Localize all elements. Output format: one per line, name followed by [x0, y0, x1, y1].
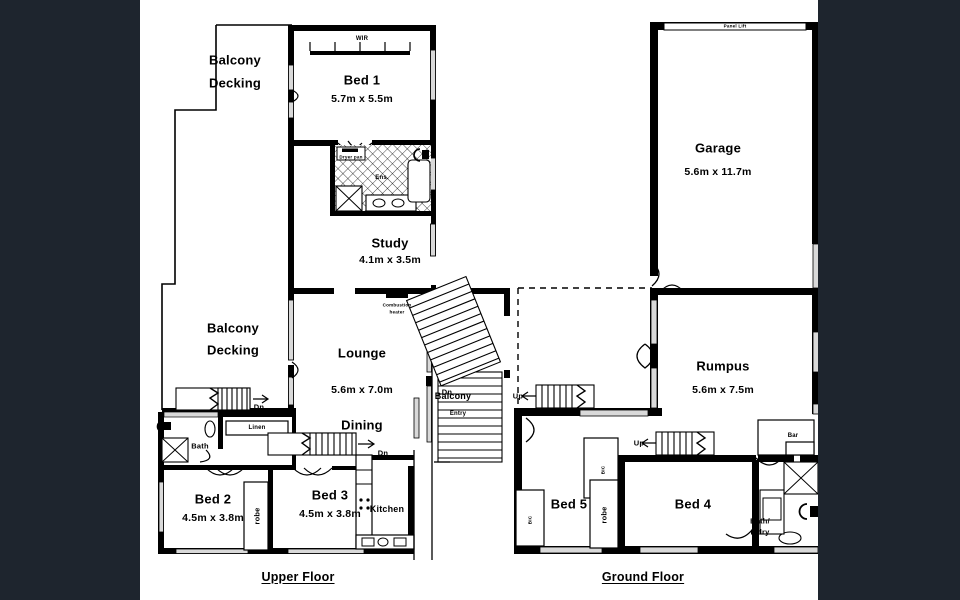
- wir-wardrobe: [309, 42, 411, 55]
- ground-bedroom-openings: [539, 546, 818, 554]
- label-bar: Bar: [787, 433, 799, 439]
- upper-mid-windows: [288, 299, 294, 406]
- ground-door-swings: [525, 417, 783, 539]
- door-swing-lounge-balcony: [291, 361, 299, 379]
- upper-floor-plan: [156, 24, 510, 560]
- label-balcony-mid: Balcony: [207, 320, 259, 336]
- label-dining: Dining: [341, 417, 383, 433]
- label-study: Study: [371, 235, 409, 251]
- label-entry: Entry: [449, 411, 467, 417]
- ensuite-room: [335, 145, 431, 212]
- label-robe-upper: robe: [252, 507, 262, 525]
- kitchen-fittings: [355, 454, 415, 550]
- label-bath-ldry-2: L'dry: [750, 527, 770, 537]
- bath-fixtures: [156, 420, 216, 463]
- label-bed3: Bed 3: [311, 487, 349, 503]
- door-swing-bath: [199, 449, 211, 463]
- label-bed3-dim: 4.5m x 3.8m: [299, 508, 361, 520]
- label-bed2-dim: 4.5m x 3.8m: [182, 512, 244, 524]
- label-robe-ground: robe: [599, 506, 609, 524]
- label-bed4: Bed 4: [674, 496, 712, 512]
- upper-stair-dn-dining: [267, 432, 376, 456]
- label-heater: heater: [389, 309, 405, 315]
- label-bic-mid: BIC: [600, 465, 606, 475]
- label-garage-dim: 5.6m x 11.7m: [684, 166, 752, 178]
- bar-counter: [757, 419, 815, 456]
- garage-door-swings: [651, 261, 685, 293]
- label-bath-upper: Bath: [191, 441, 209, 451]
- ground-floor-plan: [514, 22, 818, 554]
- label-kitchen: Kitchen: [369, 504, 405, 514]
- floor-plan-sheet: Balcony Decking Bed 1 5.7m x 5.5m WIR En…: [140, 0, 818, 600]
- label-bed1: Bed 1: [343, 72, 381, 88]
- label-dryer-pan: Dryer pan: [339, 154, 363, 160]
- label-dn-dining: Dn: [377, 448, 389, 458]
- ground-stair-up-right: [640, 431, 715, 456]
- bath-window: [163, 411, 219, 418]
- label-bed2: Bed 2: [194, 491, 232, 507]
- linen-cupboard: [225, 420, 289, 436]
- label-up-left: Up: [512, 391, 524, 401]
- upper-bedroom-windows: [158, 481, 365, 554]
- garage-panel-lift-door: [663, 22, 807, 31]
- label-rumpus: Rumpus: [696, 358, 750, 374]
- rumpus-openings: [579, 299, 818, 417]
- label-upper-floor-title: Upper Floor: [261, 570, 335, 584]
- label-combustion: Combustion: [382, 302, 412, 308]
- label-bic-left: BIC: [527, 515, 533, 525]
- label-bed1-dim: 5.7m x 5.5m: [331, 93, 393, 105]
- label-rumpus-dim: 5.6m x 7.5m: [692, 384, 754, 396]
- bic-cupboards: [515, 437, 619, 547]
- garage-window: [812, 243, 818, 289]
- combustion-heater-icon: [386, 291, 408, 298]
- robe-cupboard-upper: [243, 481, 269, 551]
- label-bed5: Bed 5: [550, 496, 588, 512]
- garage-walls: [650, 22, 818, 295]
- ground-dashed-outline: [517, 287, 652, 410]
- label-garage: Garage: [694, 140, 742, 156]
- label-decking-mid: Decking: [207, 342, 259, 358]
- label-study-dim: 4.1m x 3.5m: [359, 254, 421, 266]
- label-ground-floor-title: Ground Floor: [601, 570, 685, 584]
- upper-window-openings: [288, 49, 436, 257]
- label-lounge: Lounge: [337, 345, 387, 361]
- label-lounge-dim: 5.6m x 7.0m: [331, 384, 393, 396]
- label-up-right: Up: [633, 438, 645, 448]
- door-swings-upper-2: [205, 467, 333, 476]
- label-dn-external: Dn: [441, 387, 453, 397]
- label-decking-upper: Decking: [209, 75, 261, 91]
- floor-plan-drawing: [156, 22, 818, 560]
- robe-cupboard-ground: [589, 479, 619, 549]
- rumpus-door-swings: [636, 343, 818, 389]
- external-staircase: [405, 275, 503, 463]
- label-balcony-upper: Balcony: [209, 52, 261, 68]
- label-dn-balcony: Dn: [253, 402, 265, 412]
- label-wir: WIR: [355, 36, 369, 42]
- ensuite-toilet-icon: [413, 148, 429, 162]
- bath-ldry-fixtures: [759, 461, 818, 545]
- upper-mid-walls: [162, 288, 296, 414]
- ground-stair-up-left: [520, 384, 595, 409]
- label-ensuite: Ens.: [375, 175, 389, 181]
- upper-balcony-outline: [161, 24, 292, 410]
- label-bath-ldry-1: Bath/: [750, 516, 770, 526]
- label-panel-lift: Panel Lift: [723, 23, 747, 29]
- label-linen: Linen: [248, 425, 266, 431]
- upper-stair-dn-left: [175, 387, 270, 411]
- label-balcony-entry: Balcony: [434, 391, 472, 401]
